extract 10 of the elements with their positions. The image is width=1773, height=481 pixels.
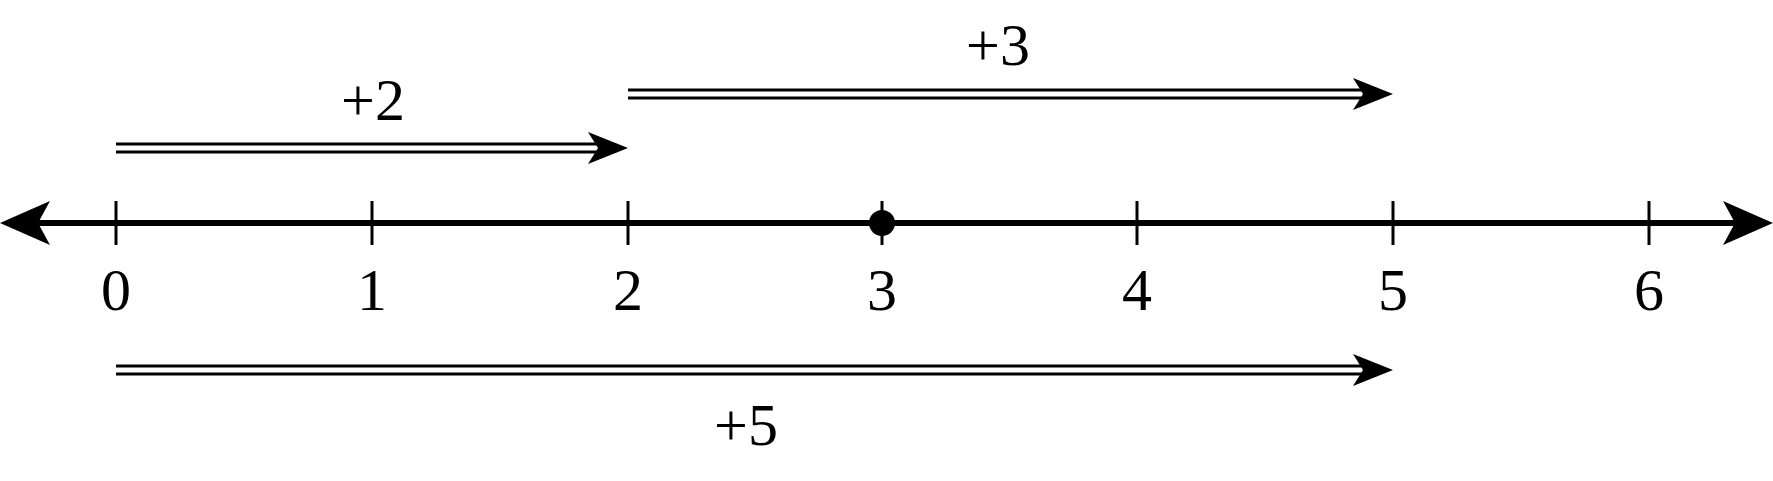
tick-label: 5 <box>1378 260 1408 320</box>
jump-label: +5 <box>714 395 778 455</box>
tick-label: 6 <box>1634 260 1664 320</box>
tick-label: 1 <box>357 260 387 320</box>
jump-label: +3 <box>966 15 1030 75</box>
tick-label: 0 <box>101 260 131 320</box>
tick-label: 2 <box>613 260 643 320</box>
tick-label: 3 <box>867 260 897 320</box>
jump-label: +2 <box>341 70 405 130</box>
tick-label: 4 <box>1122 260 1152 320</box>
